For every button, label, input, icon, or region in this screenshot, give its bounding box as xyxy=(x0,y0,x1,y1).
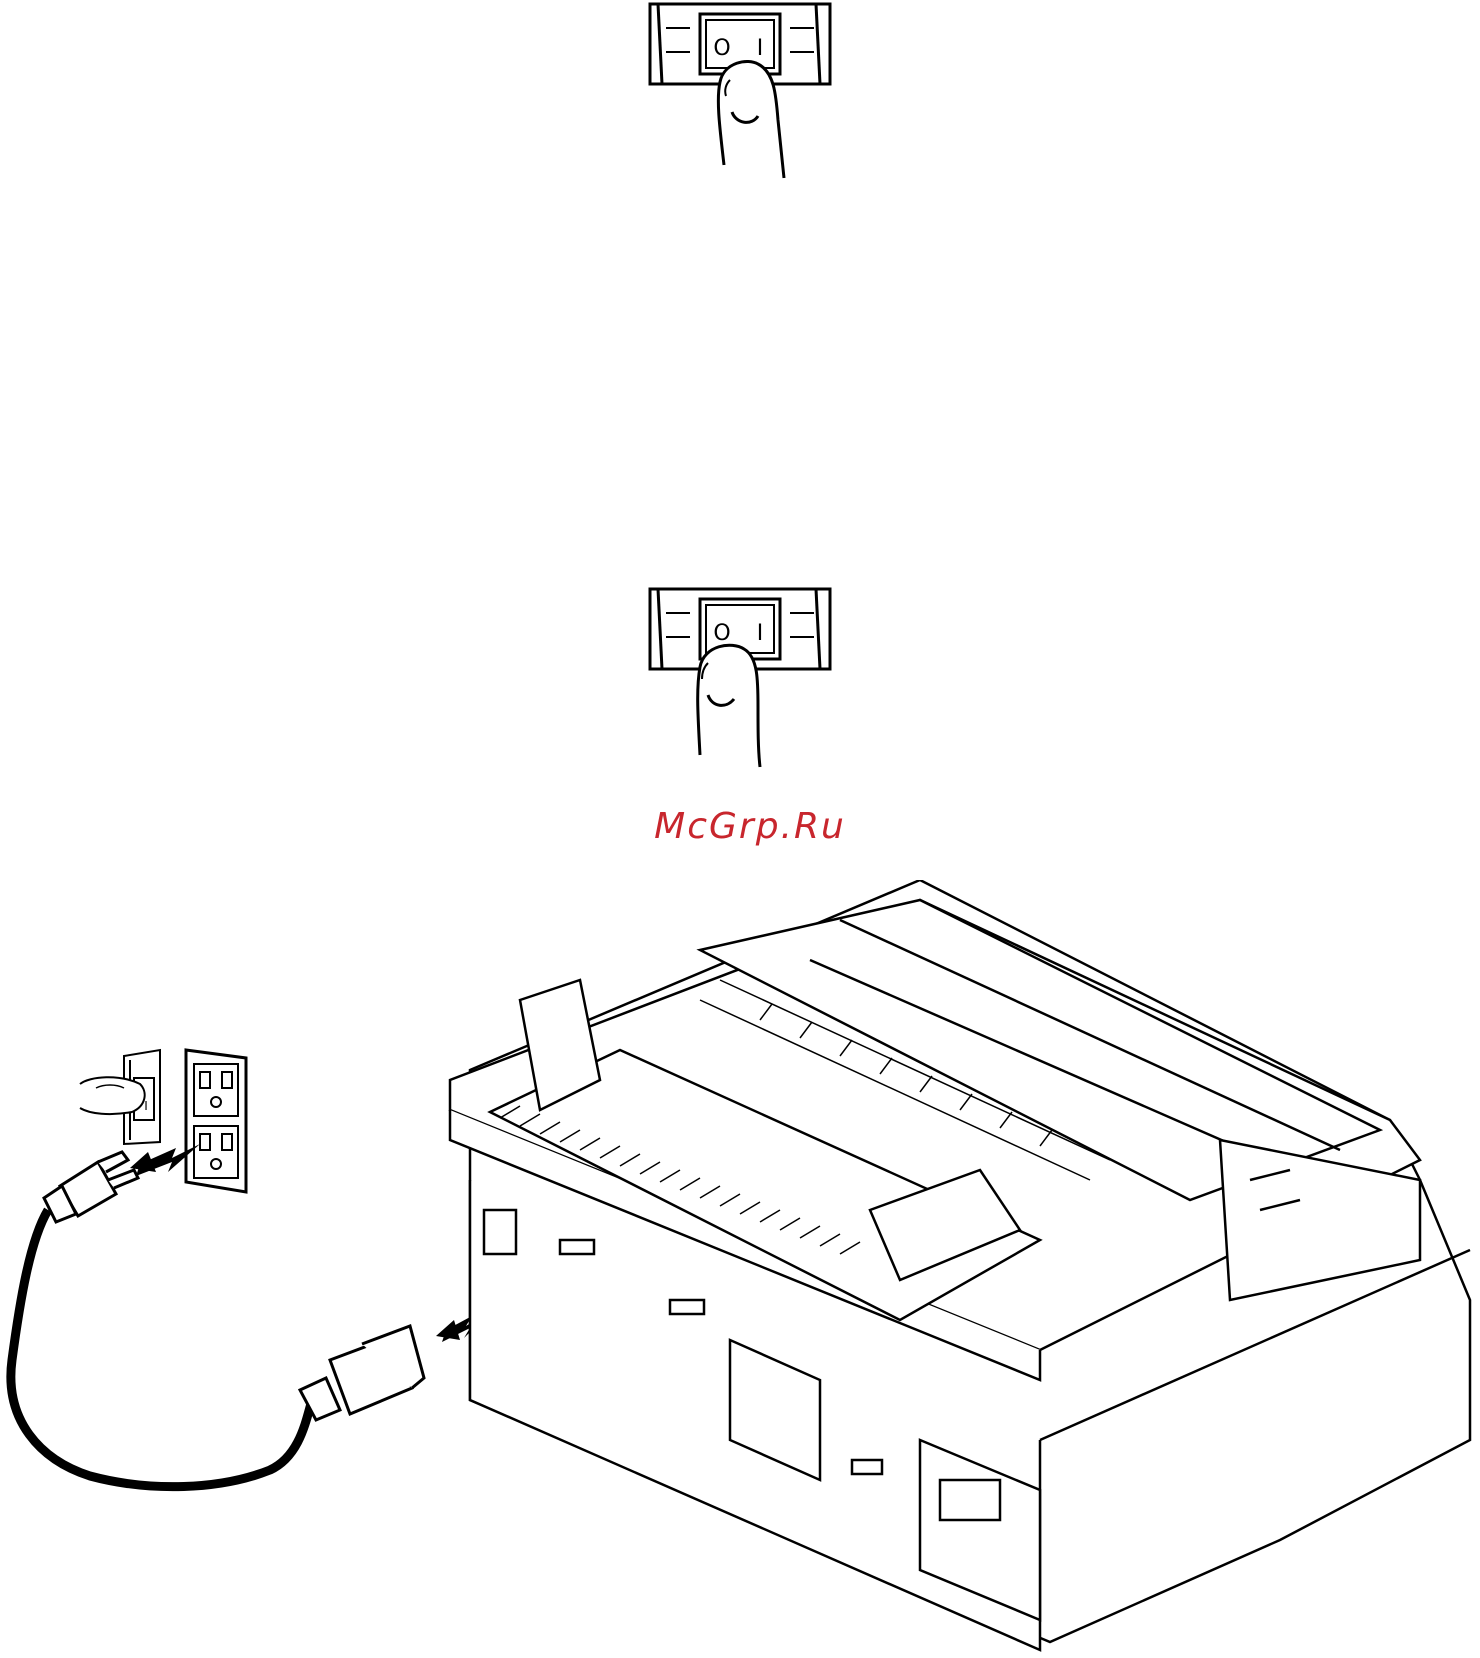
switch-on-symbol: I xyxy=(757,36,764,61)
small-switch-on-symbol: I xyxy=(144,1099,148,1113)
small-power-switch-icon xyxy=(80,1050,160,1144)
switch-off-symbol: O xyxy=(713,36,730,61)
power-plug-icon xyxy=(44,1152,138,1222)
printer-unplug-figure: I xyxy=(0,880,1480,1658)
switch-off-symbol: O xyxy=(713,621,730,646)
watermark-text: McGrp.Ru xyxy=(600,806,900,847)
finger-icon xyxy=(718,61,784,178)
finger-icon xyxy=(698,645,760,767)
printer-icon xyxy=(450,880,1470,1650)
power-cord xyxy=(11,1210,312,1487)
switch-on-symbol: I xyxy=(757,621,764,646)
power-switch-press-figure-middle: O I xyxy=(640,585,840,770)
power-switch-press-figure-top: O I xyxy=(640,0,840,185)
wall-outlet-icon xyxy=(186,1050,246,1192)
arrow-icon xyxy=(130,1144,200,1176)
iec-connector-icon xyxy=(300,1326,424,1420)
